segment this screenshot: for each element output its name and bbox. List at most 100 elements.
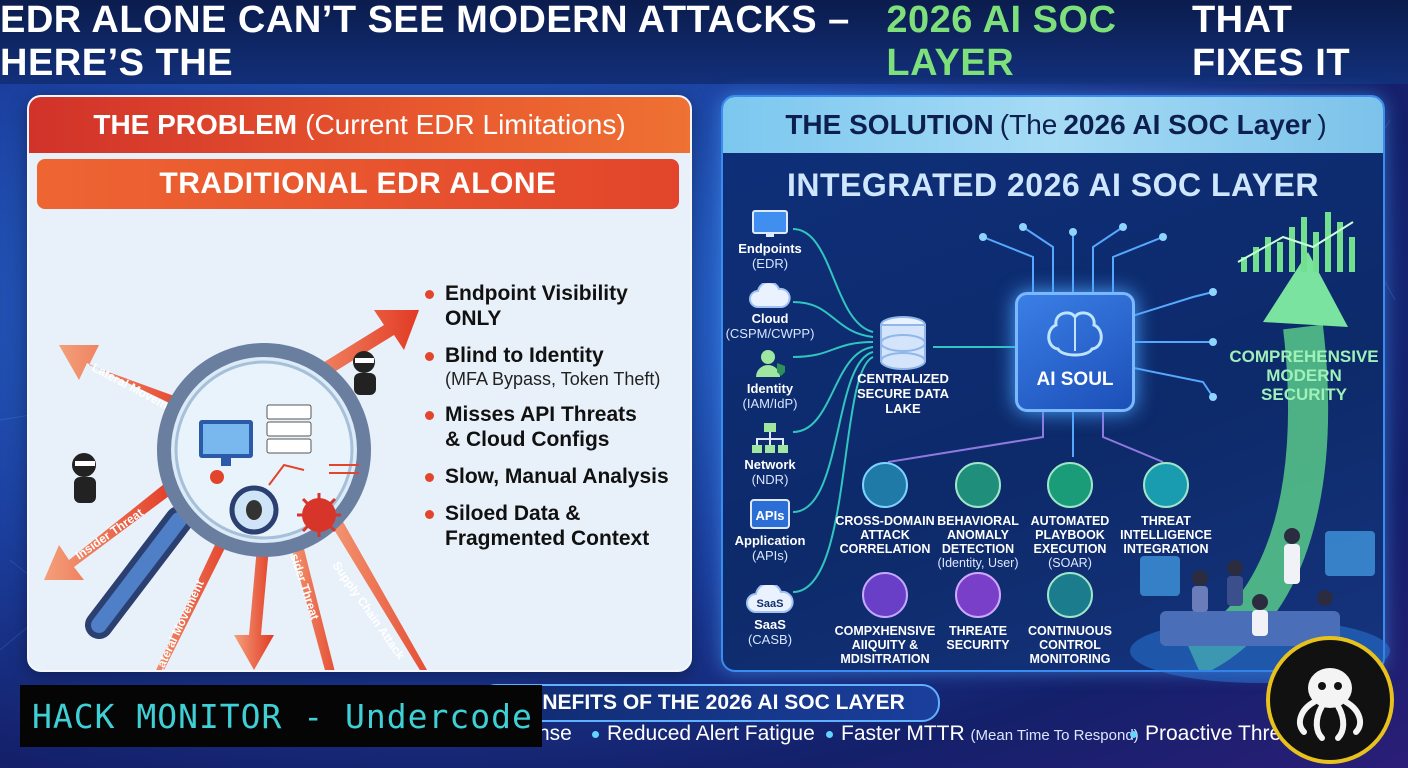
arrow-bottom-3: [284, 517, 335, 670]
feature-sub: (Identity, User): [937, 556, 1019, 570]
arrow-bottom-right: [319, 497, 428, 670]
arrow-bottom-1: [156, 515, 239, 670]
saas-icon-text: SaaS: [757, 598, 784, 610]
benefit-item: Reduced Alert Fatigue: [592, 722, 815, 746]
feature-label: THREATE SECURITY: [946, 624, 1010, 652]
feature-label: THREAT INTELLIGENCE INTEGRATION: [1120, 514, 1212, 556]
source-network: Network (NDR): [725, 421, 815, 487]
benefit-dot: [592, 730, 599, 738]
problem-heading-rest: (Current EDR Limitations): [305, 109, 626, 140]
cloud-icon: [749, 283, 791, 308]
title-text-before: EDR ALONE CAN’T SEE MODERN ATTACKS – HER…: [0, 0, 850, 84]
arrow-left: [44, 480, 177, 580]
source-sub: (CSPM/CWPP): [725, 326, 815, 341]
problem-bullet-main: Blind to Identity: [445, 344, 604, 367]
lock-shield-icon: [862, 572, 908, 618]
database-icon: [880, 316, 926, 370]
feature-label: AUTOMATED PLAYBOOK EXECUTION: [1030, 514, 1110, 556]
solution-heading-bold-2: 2026 AI SOC Layer: [1063, 109, 1312, 140]
arrow-bottom-2: [234, 525, 274, 670]
source-sub: (EDR): [751, 256, 789, 271]
brain-head-icon: [955, 462, 1001, 508]
feature-label: CROSS-DOMAIN ATTACK CORRELATION: [835, 514, 935, 556]
bullet-dot: [425, 473, 434, 482]
source-label: Application: [734, 533, 806, 548]
problem-bullet: Endpoint Visibility ONLY: [425, 281, 685, 331]
benefit-item: Proactive Threat: [1130, 722, 1299, 746]
comprehensive-security-label: COMPREHENSIVE MODERN SECURITY: [1229, 347, 1379, 404]
hack-monitor-watermark: HACK MONITOR - Undercode: [20, 685, 542, 747]
problem-panel: THE PROBLEM (Current EDR Limitations) TR…: [27, 95, 692, 672]
benefit-item: nse: [538, 722, 572, 746]
bullet-dot: [425, 290, 434, 299]
page-title: EDR ALONE CAN’T SEE MODERN ATTACKS – HER…: [0, 0, 1408, 84]
feature-playbook: AUTOMATED PLAYBOOK EXECUTION (SOAR): [1015, 462, 1125, 570]
problem-bullet-main: Slow, Manual Analysis: [445, 465, 669, 488]
benefit-text: Faster MTTR: [841, 722, 965, 745]
api-icon-text: APIs: [756, 508, 785, 523]
problem-heading: THE PROBLEM (Current EDR Limitations): [29, 97, 690, 153]
problem-bullet-sub: & Cloud Configs: [445, 428, 610, 451]
benefit-small: (Mean Time To Respond): [970, 727, 1139, 744]
problem-bullet: Misses API Threats & Cloud Configs: [425, 402, 685, 452]
ai-soul-chip: AI SOUL: [1015, 292, 1135, 412]
hacker-left: [72, 453, 96, 503]
magnifier-attack-illustration: Lateral Movement Insider Threat Lateral …: [44, 310, 428, 670]
hacker-figures: [72, 351, 376, 503]
globe-icon: [1143, 462, 1189, 508]
correlation-icon: [862, 462, 908, 508]
bullet-dot: [425, 510, 434, 519]
problem-bullet: Siloed Data & Fragmented Context: [425, 501, 685, 551]
arrow-label-lateral-2: Lateral Movement: [151, 578, 207, 670]
feature-behavioral: BEHAVIORAL ANOMALY DETECTION (Identity, …: [923, 462, 1033, 570]
solution-heading-open: (The: [999, 109, 1058, 140]
api-icon: APIs: [750, 499, 790, 529]
saas-cloud-icon: SaaS: [746, 585, 794, 613]
playbook-icon: [1047, 462, 1093, 508]
problem-bullet: Blind to Identity (MFA Bypass, Token The…: [425, 343, 685, 390]
traditional-edr-banner: TRADITIONAL EDR ALONE: [37, 159, 679, 209]
chip-label: AI SOUL: [1036, 369, 1114, 390]
gear-shield-icon: [955, 572, 1001, 618]
monitor-icon: [752, 210, 788, 237]
feature-sub: (SOAR): [1048, 556, 1092, 570]
problem-bullet-main: Siloed Data &: [445, 502, 581, 525]
benefit-dot: [826, 730, 833, 738]
integrated-soc-title: INTEGRATED 2026 AI SOC LAYER: [786, 167, 1320, 203]
data-lake-label: CENTRALIZED SECURE DATA LAKE: [857, 371, 949, 416]
problem-bullet: Slow, Manual Analysis: [425, 464, 685, 489]
source-sub: (CASB): [747, 632, 793, 647]
user-shield-icon: [756, 350, 785, 377]
source-label: Network: [744, 457, 796, 472]
bullet-dot: [425, 411, 434, 420]
problem-heading-bold: THE PROBLEM: [93, 109, 298, 140]
brain-icon: [1047, 311, 1103, 357]
benefit-item: Faster MTTR (Mean Time To Respond): [826, 722, 1139, 746]
benefit-dot: [1130, 730, 1137, 738]
feature-label: CONTINUOUS CONTROL MONITORING: [1027, 624, 1113, 666]
feature-compliance: COMPXHENSIVE AIIQUITY & MDISITRATION: [830, 572, 940, 666]
source-sub: (NDR): [751, 472, 789, 487]
benefit-text: Reduced Alert Fatigue: [607, 722, 815, 745]
feature-label: COMPXHENSIVE AIIQUITY & MDISITRATION: [834, 624, 936, 666]
source-endpoints: Endpoints (EDR): [725, 209, 815, 271]
octopus-logo-seal: [1266, 636, 1394, 764]
bullet-dot: [425, 352, 434, 361]
solution-heading-bold: THE SOLUTION: [785, 109, 994, 140]
feature-label: BEHAVIORAL ANOMALY DETECTION: [937, 514, 1019, 556]
problem-bullet-sub: (MFA Bypass, Token Theft): [445, 369, 661, 389]
benefit-text: Proactive Threat: [1145, 722, 1299, 745]
octopus-icon: [1296, 668, 1364, 741]
solution-panel: THE SOLUTION (The 2026 AI SOC Layer ) IN…: [721, 95, 1385, 672]
problem-bullet-main: Misses API Threats: [445, 403, 637, 426]
arrow-label-insider-1: Insider Threat: [73, 505, 146, 562]
source-label: SaaS: [754, 617, 786, 632]
source-sub: (IAM/IdP): [742, 396, 798, 411]
source-label: Endpoints: [738, 241, 802, 256]
problem-bullet-main: Endpoint Visibility ONLY: [445, 282, 628, 330]
benefit-text: nse: [538, 722, 572, 745]
benefits-title: BENEFITS OF THE 2026 AI SOC LAYER: [478, 684, 940, 722]
source-saas: SaaS SaaS (CASB): [725, 585, 815, 647]
feature-threat-intel: THREAT INTELLIGENCE INTEGRATION: [1111, 462, 1221, 556]
hacker-top-right: [353, 351, 376, 395]
